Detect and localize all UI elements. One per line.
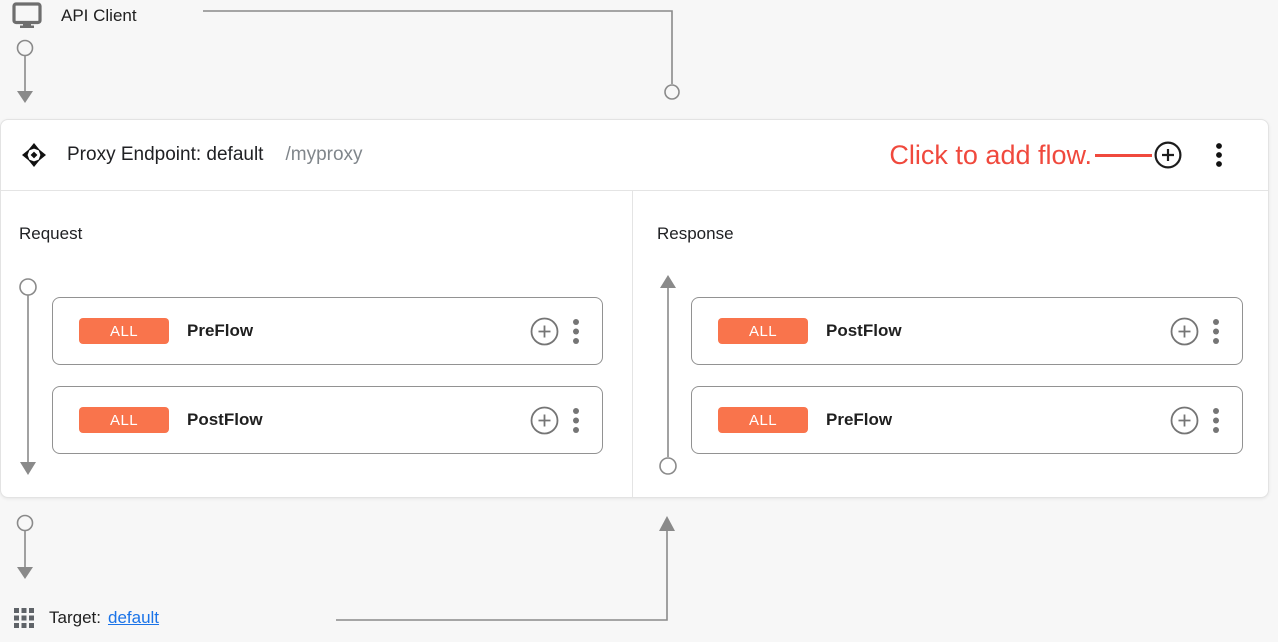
- target-connectors: [16, 514, 675, 621]
- add-icon: [530, 406, 559, 434]
- target-icon: [14, 608, 34, 628]
- add-policy-button[interactable]: [1170, 406, 1199, 435]
- api-client-connector: [16, 10, 680, 103]
- more-menu-icon: [573, 407, 579, 433]
- add-policy-button[interactable]: [530, 317, 559, 346]
- api-client-icon: [12, 2, 42, 28]
- request-response-divider: [632, 191, 633, 497]
- request-heading: Request: [19, 224, 83, 243]
- condition-badge: ALL: [79, 318, 169, 344]
- proxy-endpoint-icon: [22, 143, 46, 167]
- flow-name: PreFlow: [826, 410, 893, 429]
- proxy-endpoint-header: Proxy Endpoint: default /myproxy Click t…: [1, 120, 1268, 191]
- flow-menu-button[interactable]: [1212, 318, 1220, 345]
- add-icon: [1154, 141, 1182, 169]
- more-menu-icon: [573, 318, 579, 344]
- more-menu-icon: [1213, 407, 1219, 433]
- flow-menu-button[interactable]: [572, 318, 580, 345]
- proxy-endpoint-title: Proxy Endpoint: default: [67, 144, 264, 165]
- add-flow-button[interactable]: [1154, 141, 1182, 169]
- api-client-label: API Client: [61, 5, 137, 25]
- flow-menu-button[interactable]: [1212, 407, 1220, 434]
- click-to-add-flow-annotation: Click to add flow.: [889, 139, 1092, 170]
- add-policy-button[interactable]: [530, 406, 559, 435]
- annotation-pointer-line: [1095, 153, 1152, 157]
- flow-name: PostFlow: [187, 410, 263, 429]
- target-label: Target:: [49, 608, 101, 627]
- flow-menu-button[interactable]: [572, 407, 580, 434]
- target-default-link[interactable]: default: [107, 608, 160, 627]
- more-menu-icon: [1216, 143, 1222, 167]
- add-policy-button[interactable]: [1170, 317, 1199, 346]
- add-icon: [1170, 317, 1199, 345]
- condition-badge: ALL: [718, 407, 808, 433]
- flow-card-request-postflow[interactable]: ALL PostFlow: [52, 386, 603, 454]
- flow-card-response-preflow[interactable]: ALL PreFlow: [691, 386, 1243, 454]
- target-row: Target: default: [14, 608, 159, 628]
- more-menu-icon: [1213, 318, 1219, 344]
- proxy-endpoint-card: Proxy Endpoint: default /myproxy Click t…: [0, 119, 1269, 498]
- api-client: API Client: [12, 2, 137, 29]
- proxy-endpoint-path: /myproxy: [285, 144, 363, 165]
- condition-badge: ALL: [79, 407, 169, 433]
- flow-card-request-preflow[interactable]: ALL PreFlow: [52, 297, 603, 365]
- condition-badge: ALL: [718, 318, 808, 344]
- flow-name: PreFlow: [187, 321, 254, 340]
- flow-card-response-postflow[interactable]: ALL PostFlow: [691, 297, 1243, 365]
- response-heading: Response: [657, 224, 734, 243]
- proxy-endpoint-body: Request Response ALL PreFlow: [1, 191, 1268, 497]
- add-icon: [1170, 406, 1199, 434]
- add-icon: [530, 317, 559, 345]
- flow-name: PostFlow: [826, 321, 902, 340]
- endpoint-menu-button[interactable]: [1215, 141, 1223, 169]
